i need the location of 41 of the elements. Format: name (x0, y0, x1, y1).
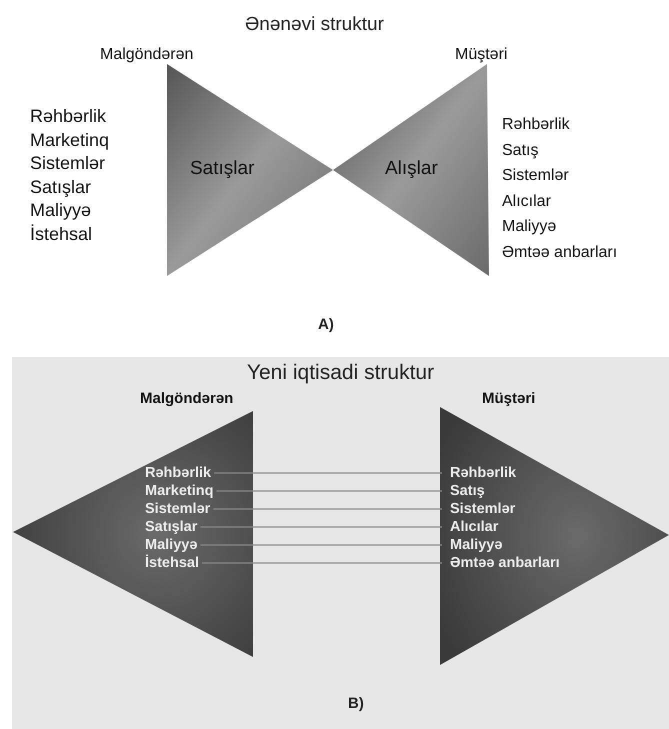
list-item: Maliyyə (145, 536, 198, 554)
panel-label: B) (348, 695, 364, 712)
triangle-label: Satışlar (190, 158, 254, 180)
list-item: Əmtəə anbarları (502, 244, 618, 262)
connector-line (214, 472, 442, 474)
list-item: Rəhbərlik (145, 464, 212, 482)
list-item: İstehsal (145, 554, 199, 572)
list-item: Marketinq (145, 482, 214, 500)
triangle-label: Alışlar (385, 158, 438, 180)
list-item: Sistemlər (30, 153, 106, 174)
list-item: Sistemlər (145, 500, 210, 518)
list-item: Maliyyə (440, 536, 502, 554)
list-item: Maliyyə (502, 218, 556, 236)
list-item: Satış (502, 142, 538, 160)
list-item: Satışlar (30, 176, 92, 198)
connector-line (200, 526, 442, 528)
panel-background (12, 357, 669, 729)
list-item: Rəhbərlik (502, 116, 570, 134)
panel-title: Ənənəvi struktur (245, 14, 384, 36)
list-item: Alıcılar (440, 518, 498, 536)
list-item: Sistemlər (502, 167, 569, 185)
list-item: Rəhbərlik (440, 464, 516, 482)
panel-label: A) (318, 316, 334, 333)
connector-line (216, 490, 442, 492)
connector-line (202, 562, 442, 564)
heading-label: Malgöndərən (140, 390, 234, 407)
heading-label: Müştəri (482, 390, 536, 407)
list-item: Sistemlər (440, 500, 516, 518)
panel-title: Yeni iqtisadi struktur (246, 361, 434, 385)
list-item: Rəhbərlik (30, 106, 106, 127)
list-item: Satışlar (145, 518, 198, 536)
list-item: İstehsal (30, 224, 92, 244)
list-item: Əmtəə anbarları (440, 554, 560, 572)
list-item: Marketinq (30, 130, 110, 150)
heading-label: Müştəri (455, 46, 508, 64)
list-item: Satış (440, 482, 485, 500)
list-item: Alıcılar (502, 192, 551, 210)
heading-label: Malgöndərən (100, 46, 194, 64)
connector-line (213, 508, 442, 510)
list-item: Maliyyə (30, 200, 92, 221)
connector-line (200, 544, 442, 546)
